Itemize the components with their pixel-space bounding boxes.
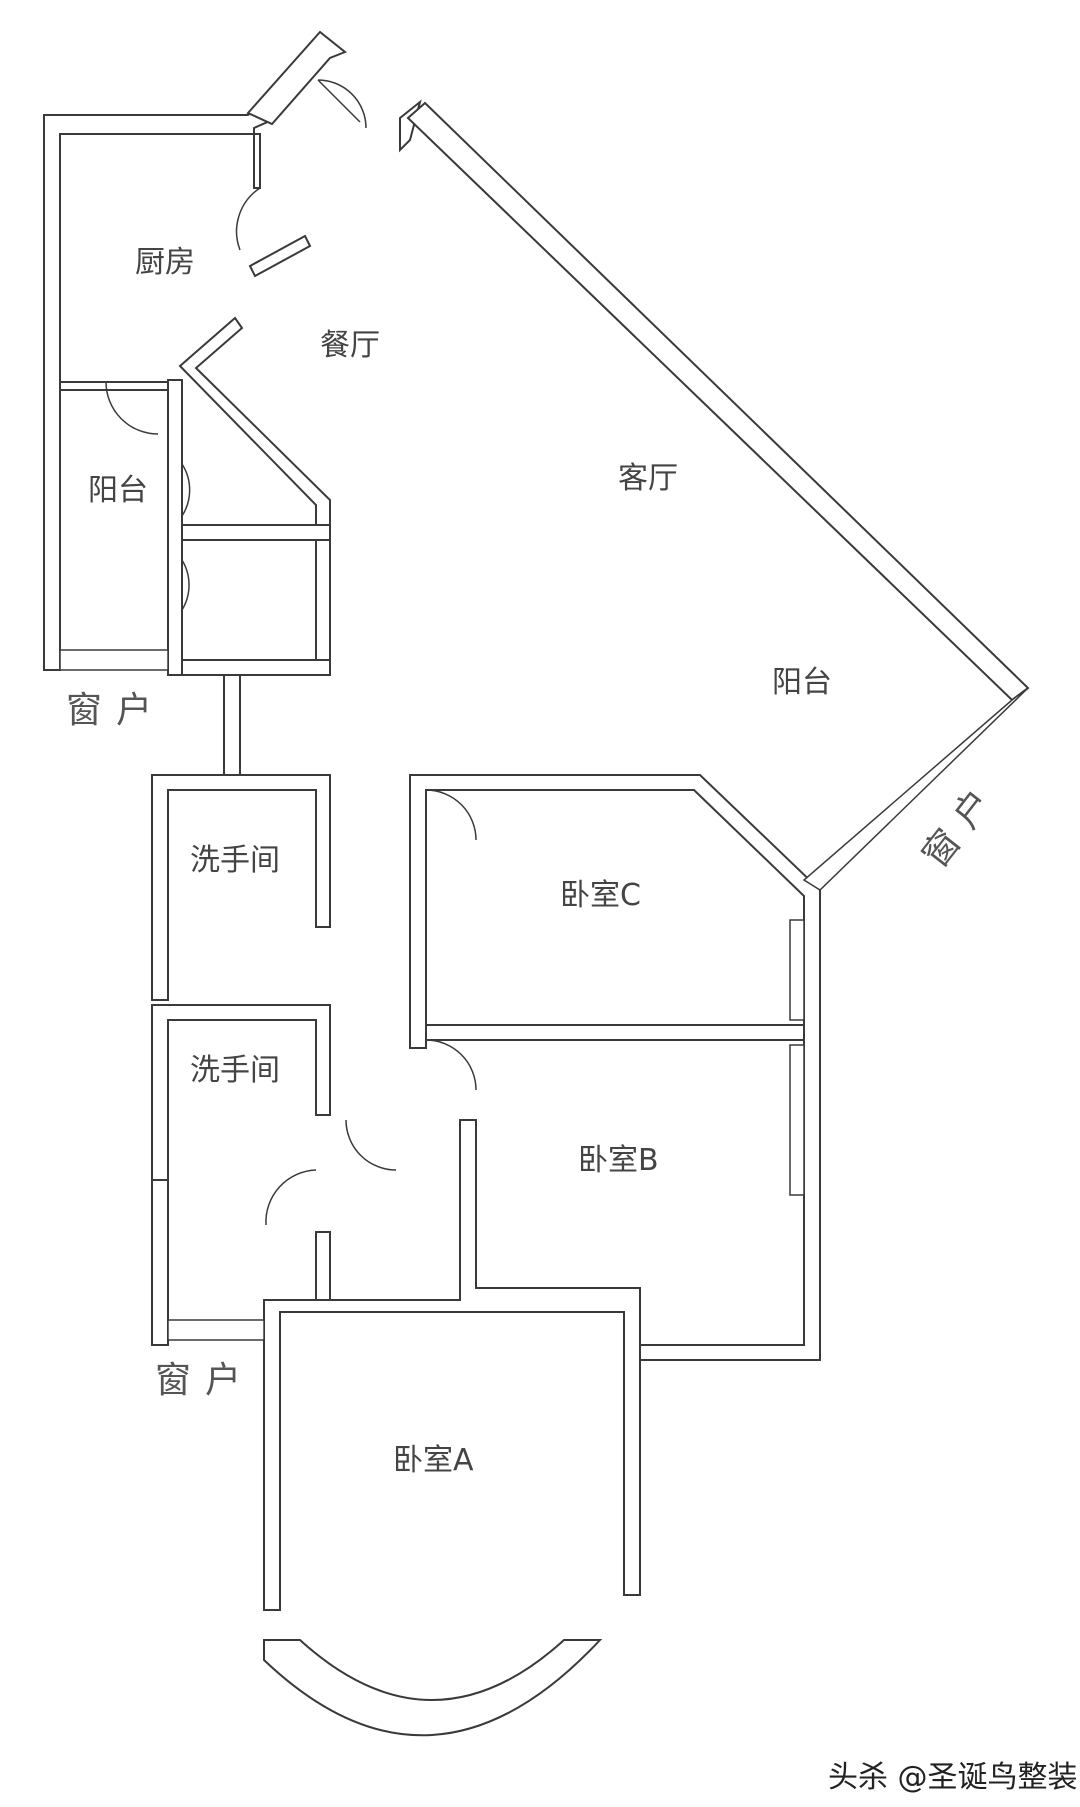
window-label-west: 窗户 bbox=[66, 690, 166, 731]
room-label-bathroom-upper: 洗手间 bbox=[190, 843, 280, 878]
window-frames bbox=[59, 649, 1029, 1341]
room-label-bathroom-lower: 洗手间 bbox=[190, 1053, 280, 1088]
room-label-living: 客厅 bbox=[618, 461, 678, 496]
room-label-bedroom-a: 卧室A bbox=[393, 1443, 474, 1478]
door-swings bbox=[105, 79, 477, 1226]
room-label-kitchen: 厨房 bbox=[135, 245, 195, 280]
room-label-balcony-east: 阳台 bbox=[772, 665, 832, 700]
window-label-south: 窗户 bbox=[155, 1360, 255, 1401]
window-label-east: 窗户 bbox=[915, 771, 1009, 875]
room-label-balcony-west: 阳台 bbox=[88, 473, 148, 508]
room-label-bedroom-c: 卧室C bbox=[560, 878, 641, 913]
room-label-bedroom-b: 卧室B bbox=[578, 1143, 659, 1178]
watermark: 头杀 @圣诞鸟整装 bbox=[828, 1760, 1078, 1795]
room-label-dining: 餐厅 bbox=[320, 328, 380, 363]
walls bbox=[43, 30, 1030, 1737]
